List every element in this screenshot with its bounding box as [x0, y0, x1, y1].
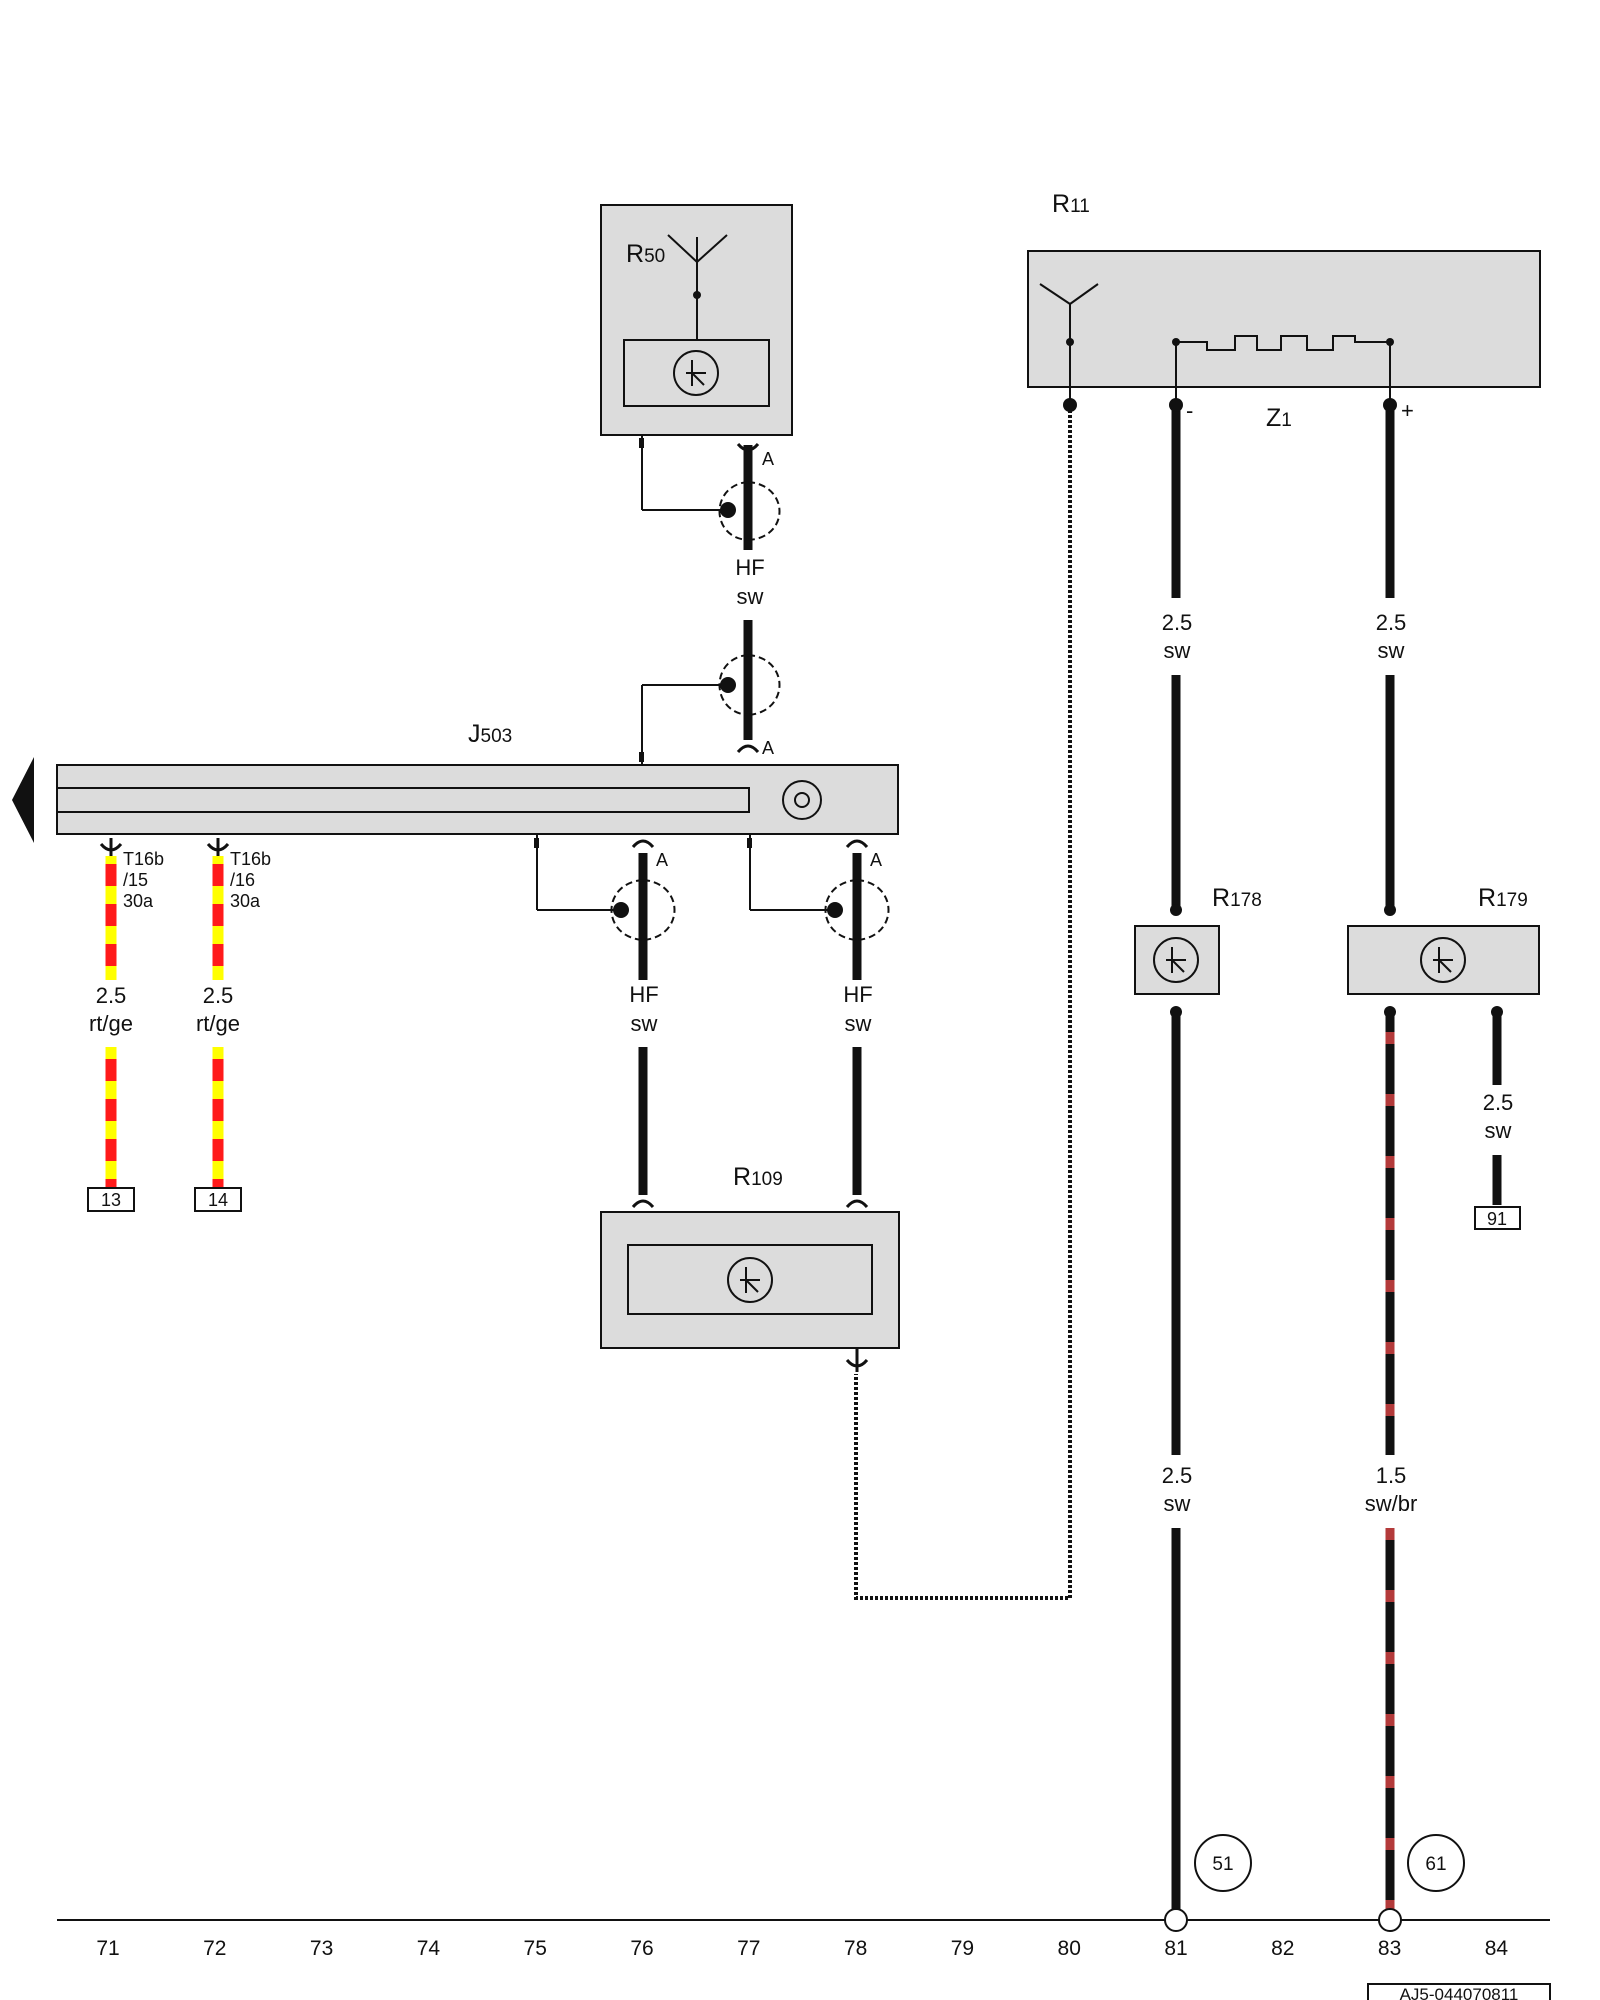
track-number-row: 71 72 73 74 75 76 77 78 79 80 81 82 83 84 [96, 1937, 1508, 1960]
t16b-15-pin: /15 [123, 870, 148, 890]
document-id-label: AJ5-044070811 [1400, 1985, 1519, 2000]
w83-lower-color: sw/br [1365, 1491, 1418, 1516]
track-number-84: 84 [1485, 1937, 1509, 1960]
hf-cable-77: A A HF sw [639, 435, 781, 765]
track-number-72: 72 [203, 1937, 226, 1960]
document-id: AJ5-044070811 [1367, 1983, 1551, 2000]
ground-51-label: 51 [1212, 1854, 1233, 1875]
ref-14: 14 [208, 1190, 228, 1210]
wire-81-upper: 2.5 sw [1162, 398, 1193, 916]
continuation-arrow-icon [12, 757, 34, 843]
minus-sign: - [1186, 398, 1193, 423]
r109-label: R109 [733, 1163, 783, 1191]
pin-a-r50: A [762, 449, 774, 469]
t16b-16-name: T16b [230, 849, 271, 869]
w71-color: rt/ge [89, 1011, 133, 1036]
r109-module: R109 [600, 1163, 900, 1372]
track-number-83: 83 [1378, 1937, 1401, 1960]
hf76-size: HF [629, 982, 658, 1007]
ground-ref-51: 51 [1194, 1834, 1252, 1892]
terminal-81 [1164, 1908, 1188, 1932]
plus-sign: + [1401, 398, 1414, 423]
track-number-73: 73 [310, 1937, 333, 1960]
hf77-size: HF [735, 555, 764, 580]
t16b-16-terminal: 30a [230, 891, 261, 911]
w72-color: rt/ge [196, 1011, 240, 1036]
ref-box-14 [194, 1187, 242, 1212]
track-number-78: 78 [844, 1937, 867, 1960]
track-number-77: 77 [737, 1937, 760, 1960]
t16b-15-name: T16b [123, 849, 164, 869]
hf78-color: sw [845, 1011, 872, 1036]
wire-84: 2.5 sw 91 [1474, 1006, 1521, 1230]
w83-lower-size: 1.5 [1376, 1463, 1407, 1488]
track-number-76: 76 [630, 1937, 653, 1960]
hf-cable-78: A HF sw [747, 835, 890, 1209]
heater-element-z1 [1172, 335, 1394, 405]
ref-box-13 [87, 1187, 135, 1212]
wire-83-upper: 2.5 sw [1376, 398, 1407, 916]
wire-83-lower: 1.5 sw/br [1365, 1006, 1418, 1910]
t16b-15-terminal: 30a [123, 891, 154, 911]
t16b-16-pin: /16 [230, 870, 255, 890]
hf77-color: sw [737, 584, 764, 609]
w81-lower-size: 2.5 [1162, 1463, 1193, 1488]
ground-ref-61: 61 [1407, 1834, 1465, 1892]
j503-label: J503 [468, 720, 512, 748]
j503-unit: J503 [12, 720, 899, 843]
coax-socket-icon [782, 780, 822, 820]
ref-box-91 [1474, 1206, 1521, 1230]
wire-71: T16b /15 30a 2.5 rt/ge 13 [87, 838, 164, 1212]
r50-module: R50 [600, 204, 793, 436]
antenna-cable-r11-r109 [854, 405, 1072, 1600]
w81-upper-color: sw [1164, 638, 1191, 663]
track-number-80: 80 [1058, 1937, 1081, 1960]
pin-a-j503-top: A [762, 738, 774, 758]
amplifier-symbol-r50 [673, 350, 719, 396]
track-number-81: 81 [1164, 1937, 1187, 1960]
wire-81-lower: 2.5 sw [1162, 1006, 1193, 1910]
track-number-79: 79 [951, 1937, 974, 1960]
pin-a-j503-76: A [656, 850, 668, 870]
r50-label: R50 [626, 240, 665, 268]
r178-label: R178 [1212, 884, 1262, 912]
amplifier-symbol-r178 [1153, 937, 1199, 983]
r178-module: R178 [1134, 884, 1262, 995]
w72-size: 2.5 [203, 983, 234, 1008]
w84-color: sw [1485, 1118, 1512, 1143]
amplifier-symbol-r109 [727, 1257, 773, 1303]
w83-upper-color: sw [1378, 638, 1405, 663]
r11-label: R11 [1052, 190, 1090, 218]
r179-module: R179 [1347, 884, 1540, 995]
z1-label: Z1 [1266, 404, 1292, 432]
w81-lower-color: sw [1164, 1491, 1191, 1516]
terminal-83 [1378, 1908, 1402, 1932]
hf76-color: sw [631, 1011, 658, 1036]
pin-a-j503-78: A [870, 850, 882, 870]
ground-61-label: 61 [1425, 1854, 1446, 1875]
track-number-74: 74 [417, 1937, 441, 1960]
amplifier-symbol-r179 [1420, 937, 1466, 983]
hf-cable-76: A HF sw [534, 835, 676, 1209]
r11-module: R11 - + Z1 [1027, 190, 1541, 432]
r179-label: R179 [1478, 884, 1528, 912]
w83-upper-size: 2.5 [1376, 610, 1407, 635]
antenna-icon-r50 [667, 234, 728, 340]
track-number-71: 71 [96, 1937, 119, 1960]
ref-91: 91 [1487, 1209, 1507, 1229]
w71-size: 2.5 [96, 983, 127, 1008]
w81-upper-size: 2.5 [1162, 610, 1193, 635]
track-number-82: 82 [1271, 1937, 1294, 1960]
hf78-size: HF [843, 982, 872, 1007]
track-number-75: 75 [524, 1937, 547, 1960]
wire-72: T16b /16 30a 2.5 rt/ge 14 [194, 838, 271, 1212]
w84-size: 2.5 [1483, 1090, 1514, 1115]
ref-13: 13 [101, 1190, 121, 1210]
